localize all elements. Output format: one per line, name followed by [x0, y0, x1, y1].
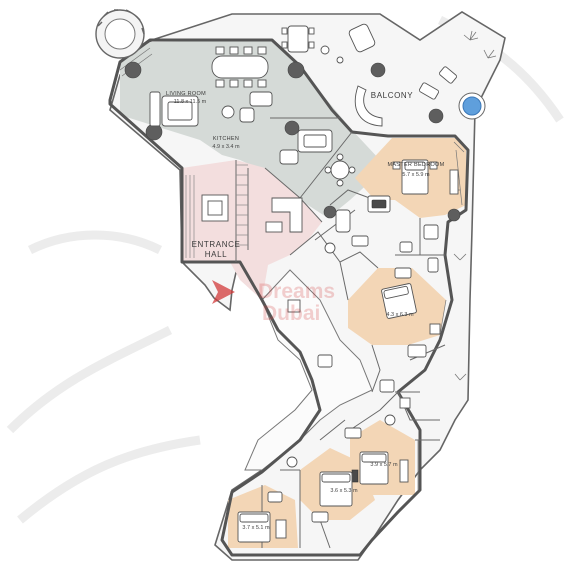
bedroom-4-furniture	[286, 456, 353, 523]
stair-hatch	[185, 164, 248, 258]
room-labels: LIVING ROOM 11.8 x 11.5 m KITCHEN 4.9 x …	[166, 91, 444, 531]
entrance-hall-label-line1: ENTRANCE	[192, 240, 241, 249]
kitchen-furniture	[279, 129, 356, 187]
watermark: Dreams Dubai	[212, 280, 335, 325]
dining-table-living	[211, 46, 269, 88]
bedroom-3-size: 3.9 x 5.7 m	[370, 462, 398, 468]
master-bathroom	[324, 209, 439, 273]
watermark-line1: Dreams	[258, 280, 335, 303]
outdoor-table	[281, 23, 376, 64]
living-room-label: LIVING ROOM	[166, 91, 206, 97]
pillars	[124, 61, 461, 222]
service-fixtures	[287, 299, 411, 426]
balcony-label: BALCONY	[371, 91, 413, 100]
watermark-line2: Dubai	[262, 302, 320, 325]
bedroom-2-size: 4.3 x 6.3 m	[386, 312, 414, 318]
bedroom-5-size: 3.7 x 5.1 m	[242, 525, 270, 531]
living-sofa	[149, 91, 273, 127]
bedroom-5-furniture	[237, 491, 287, 543]
entrance-table	[201, 194, 229, 222]
balcony-furniture	[354, 66, 457, 127]
kitchen-label: KITCHEN	[213, 136, 239, 142]
kitchen-counter	[265, 197, 303, 233]
bedroom-3-furniture	[344, 427, 409, 485]
pool	[458, 92, 486, 120]
entrance-hall-label-line2: HALL	[205, 250, 227, 259]
living-kitchen-zone	[120, 40, 380, 218]
master-bedroom-size: 5.7 x 5.9 m	[402, 172, 430, 178]
bedroom-2-furniture	[381, 267, 441, 358]
master-bedroom-label: MASTER BEDROOM	[387, 162, 444, 168]
round-terrace-seating	[95, 9, 145, 59]
bedroom-4-size: 3.6 x 5.3 m	[330, 488, 358, 494]
kitchen-size: 4.9 x 3.4 m	[212, 144, 240, 150]
master-bedroom-furniture	[367, 159, 459, 213]
living-room-size: 11.8 x 11.5 m	[174, 99, 207, 105]
